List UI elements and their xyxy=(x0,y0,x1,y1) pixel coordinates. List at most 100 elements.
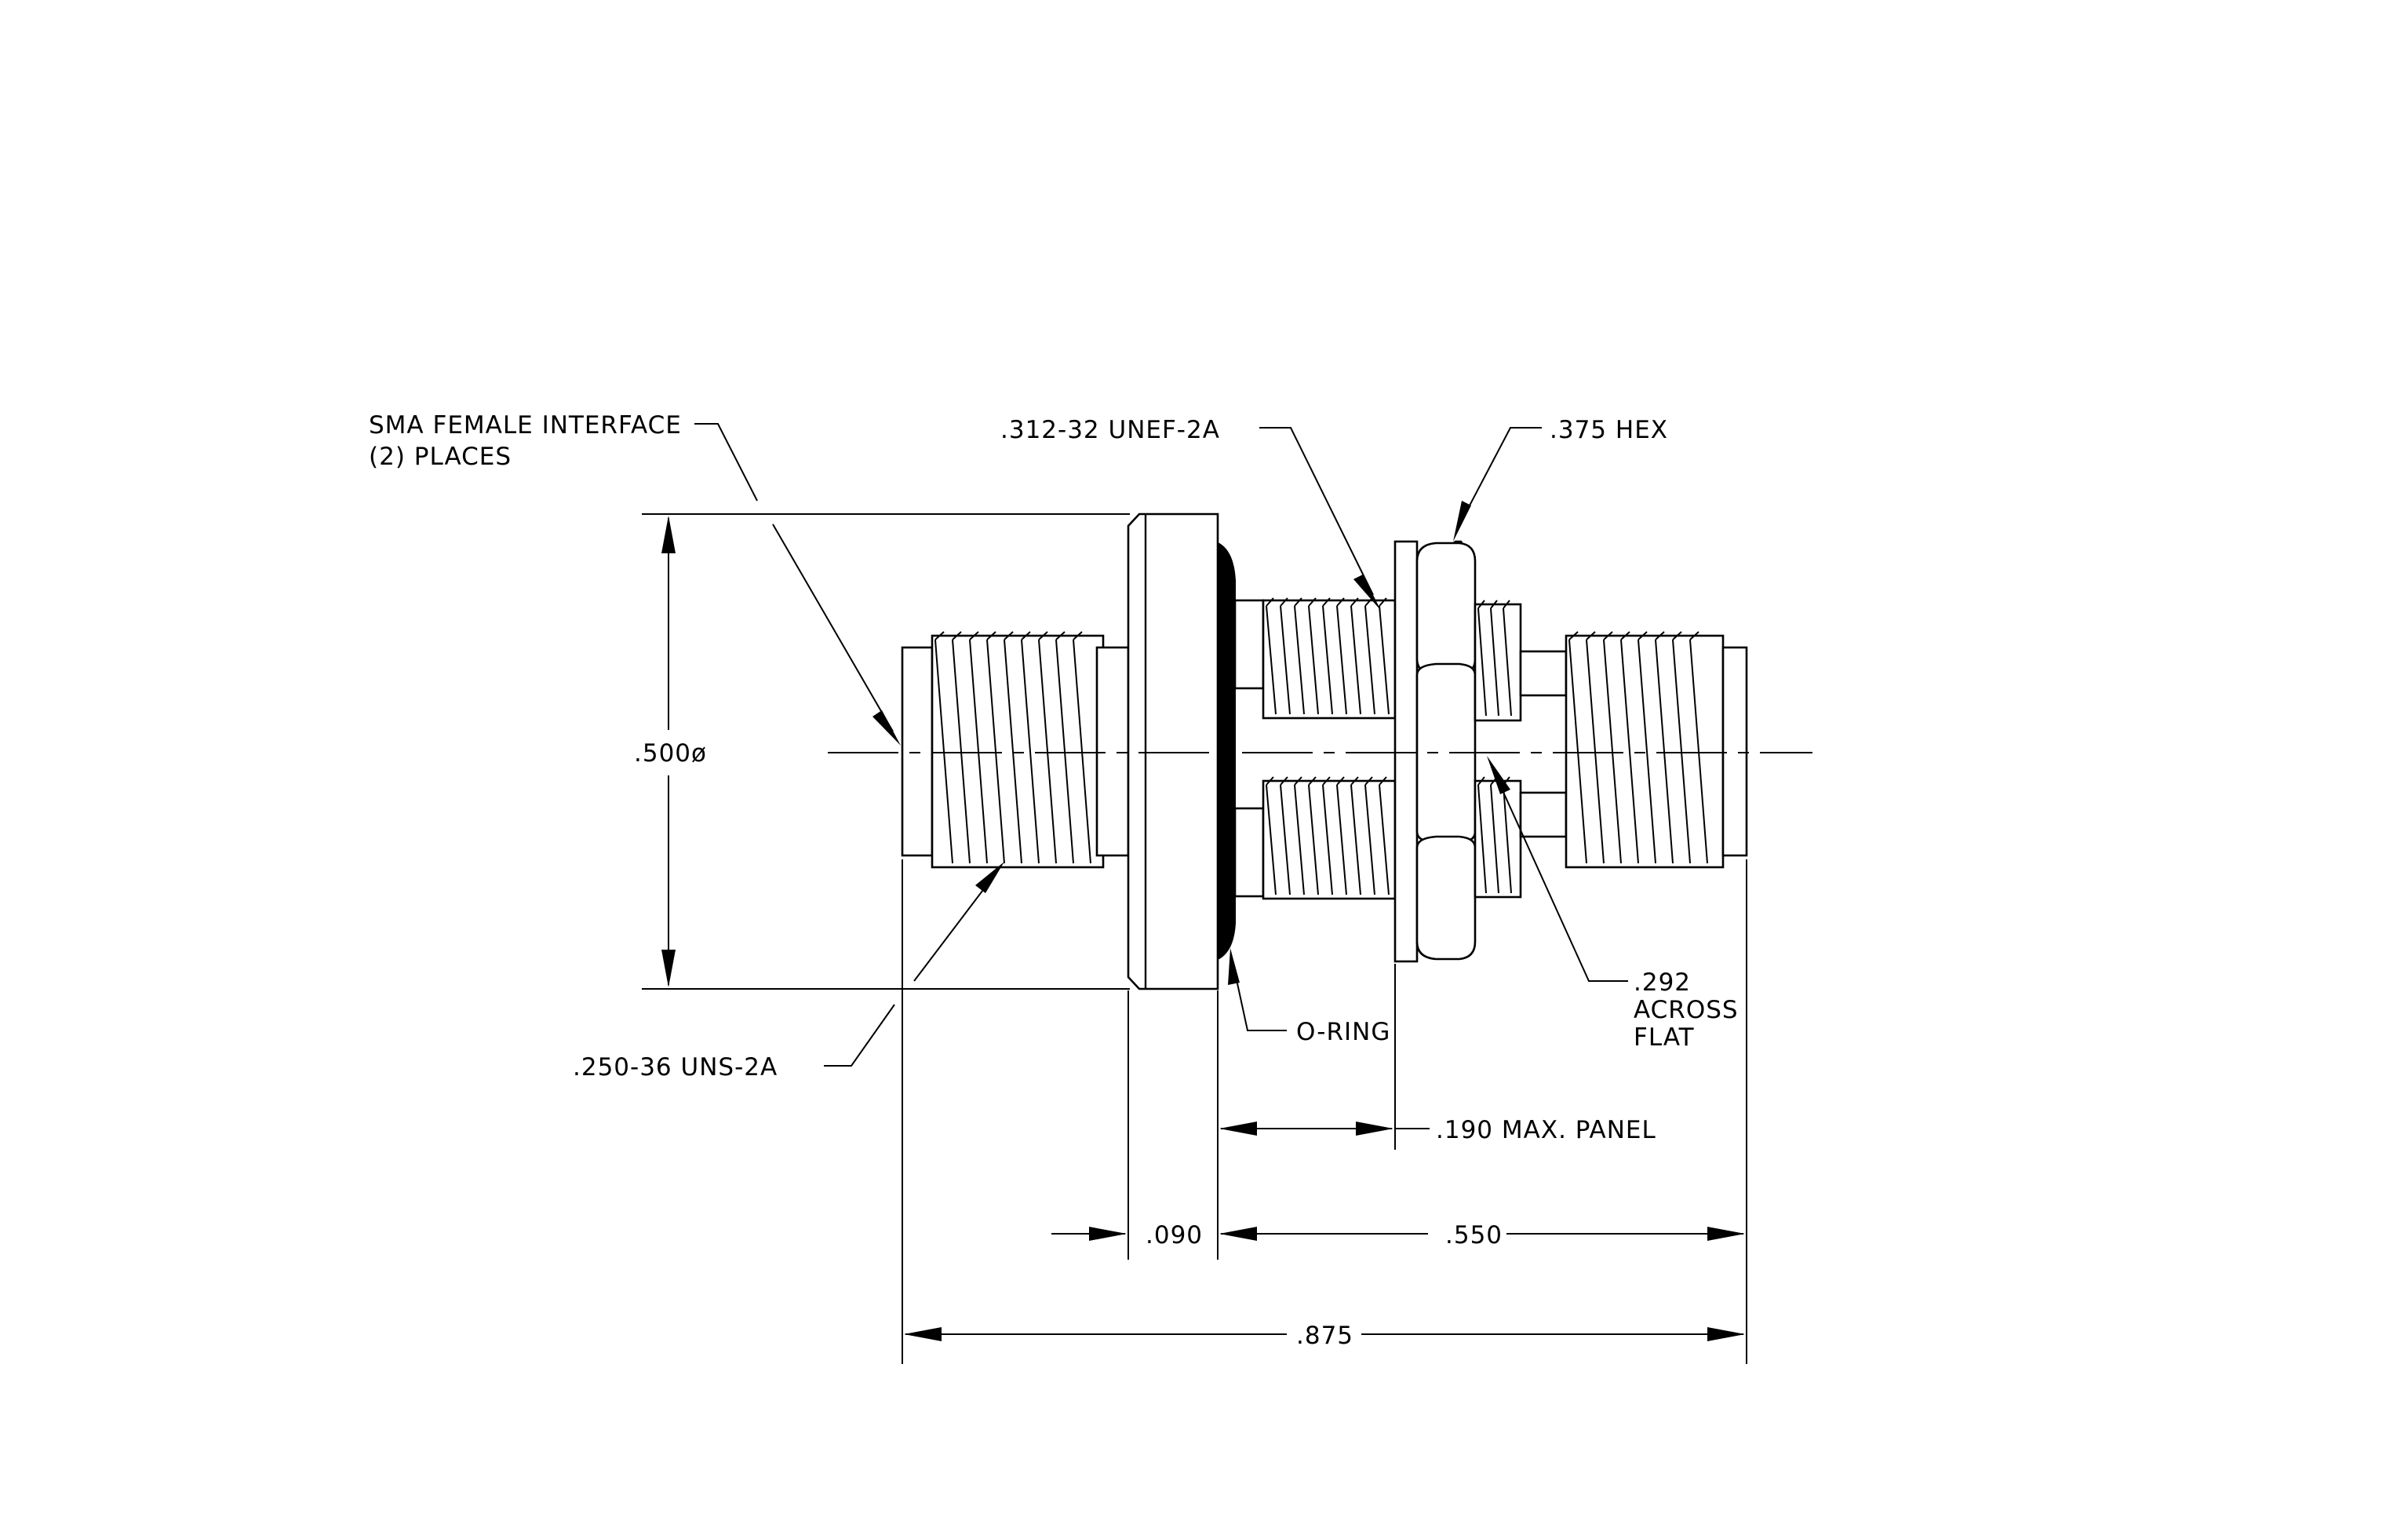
dimension-550 xyxy=(1219,1227,1745,1241)
thread-crest xyxy=(986,631,996,640)
thread-crest xyxy=(1655,631,1665,640)
diameter-dimension xyxy=(661,516,676,987)
thread-line xyxy=(1322,605,1333,715)
thread-crest xyxy=(1336,776,1345,786)
thread-crest xyxy=(1266,597,1274,607)
across-flat-label-2: FLAT xyxy=(1634,1023,1695,1052)
thread-crest xyxy=(1308,597,1317,607)
thread-line xyxy=(1280,784,1291,895)
thread-line xyxy=(1308,784,1319,895)
thread-crest xyxy=(1568,631,1579,640)
thread-crest xyxy=(1055,631,1066,640)
thread-line xyxy=(1350,605,1361,715)
thread-crest xyxy=(934,631,945,640)
thread-crest xyxy=(1638,631,1648,640)
thread-crest xyxy=(1503,600,1510,609)
o-ring xyxy=(1217,542,1236,961)
thread-line xyxy=(1655,639,1674,864)
thread-crest xyxy=(1266,776,1274,786)
thread-crest xyxy=(1322,597,1331,607)
thread-crest xyxy=(1350,776,1359,786)
thread-line xyxy=(1322,784,1333,895)
panel-label: .190 MAX. PANEL xyxy=(1436,1116,1656,1144)
diameter-label: .500ø xyxy=(634,739,707,768)
hex-nut xyxy=(1415,540,1477,961)
sma-interface-label: SMA FEMALE INTERFACE xyxy=(369,411,682,440)
thread-crest xyxy=(1350,597,1359,607)
thread-line xyxy=(1308,605,1319,715)
thread-line xyxy=(1073,639,1091,864)
thread-crest xyxy=(1364,776,1373,786)
thread-line xyxy=(1379,605,1390,715)
thread-crest xyxy=(1322,776,1331,786)
thread-crest xyxy=(1280,776,1288,786)
thread-line xyxy=(1586,639,1605,864)
thread-line xyxy=(934,639,953,864)
thread-line xyxy=(1638,639,1656,864)
thread-line xyxy=(1477,607,1487,717)
thread-crest xyxy=(1379,776,1387,786)
unef-thread-label: .312-32 UNEF-2A xyxy=(1000,416,1220,444)
across-flat-value: .292 xyxy=(1634,968,1691,997)
thread-crest xyxy=(1620,631,1630,640)
washer xyxy=(1393,540,1419,963)
thread-line xyxy=(1364,605,1375,715)
thread-line xyxy=(1055,639,1074,864)
thread-line xyxy=(1477,784,1487,894)
thread-line xyxy=(1364,784,1375,895)
thread-line xyxy=(1004,639,1022,864)
dimension-090 xyxy=(1051,1227,1127,1241)
thread-line xyxy=(1603,639,1622,864)
thread-line xyxy=(1266,605,1277,715)
left-sma-body xyxy=(901,631,1130,869)
thread-crest xyxy=(1004,631,1014,640)
middle-thread-lines xyxy=(1266,597,1390,895)
thread-crest xyxy=(1021,631,1031,640)
thread-crest xyxy=(1280,597,1288,607)
extension-lines xyxy=(642,513,1747,1364)
hex-label: .375 HEX xyxy=(1550,416,1668,444)
thread-line xyxy=(1336,605,1347,715)
thread-crest xyxy=(1379,597,1387,607)
nut-side-thread-lines xyxy=(1477,600,1512,894)
dimension-875-label: .875 xyxy=(1296,1322,1353,1350)
thread-crest xyxy=(1586,631,1596,640)
thread-crest xyxy=(969,631,979,640)
thread-line xyxy=(969,639,988,864)
thread-line xyxy=(1379,784,1390,895)
dimension-550-label: .550 xyxy=(1445,1221,1503,1249)
thread-crest xyxy=(1689,631,1699,640)
leader-lines xyxy=(694,423,1628,1067)
flange xyxy=(1127,512,1219,990)
thread-line xyxy=(1503,607,1512,717)
thread-line xyxy=(1503,784,1512,894)
dimension-875 xyxy=(904,1327,1745,1341)
thread-crest xyxy=(952,631,962,640)
thread-line xyxy=(1689,639,1708,864)
thread-line xyxy=(986,639,1005,864)
right-thread-lines xyxy=(1568,631,1708,864)
thread-crest xyxy=(1294,597,1302,607)
thread-crest xyxy=(1336,597,1345,607)
thread-line xyxy=(952,639,971,864)
thread-line xyxy=(1266,784,1277,895)
thread-line xyxy=(1620,639,1639,864)
thread-line xyxy=(1294,784,1305,895)
panel-dimension xyxy=(1219,1122,1430,1136)
o-ring-label: O-RING xyxy=(1296,1018,1390,1046)
nut-side-shank xyxy=(1474,600,1568,899)
thread-crest xyxy=(1490,600,1498,609)
right-sma-body xyxy=(1565,631,1748,869)
thread-line xyxy=(1672,639,1691,864)
thread-crest xyxy=(1038,631,1048,640)
across-flat-label: ACROSS xyxy=(1634,996,1739,1024)
thread-crest xyxy=(1603,631,1613,640)
thread-crest xyxy=(1477,776,1485,786)
left-thread-lines xyxy=(934,631,1091,864)
thread-crest xyxy=(1477,600,1485,609)
thread-line xyxy=(1021,639,1040,864)
thread-crest xyxy=(1672,631,1682,640)
thread-line xyxy=(1280,605,1291,715)
dimension-090-label: .090 xyxy=(1146,1221,1203,1249)
thread-line xyxy=(1336,784,1347,895)
